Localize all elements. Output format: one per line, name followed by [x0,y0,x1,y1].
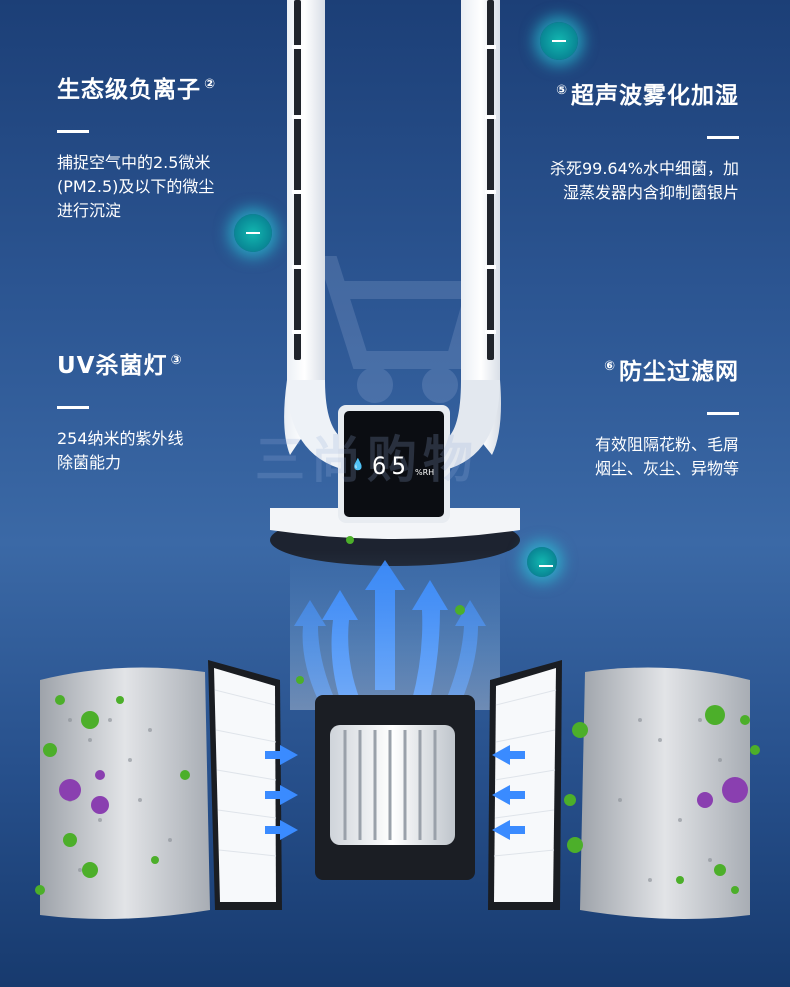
ion-bubble-icon [527,547,557,577]
humidity-readout: 65 [372,452,411,480]
germ-icon-group [35,536,760,895]
watermark-text: 三尚购物 [255,431,479,489]
ion-bubble-icon [234,214,272,252]
feature-desc: 杀死99.64%水中细菌，加 湿蒸发器内含抑制菌银片 [549,159,739,202]
airflow-side [265,745,525,840]
ion-bubble-icon [540,22,578,60]
left-hepa-panel [208,660,282,910]
left-cylinder-filter [40,667,210,919]
feature-desc: 有效阻隔花粉、毛屑 烟尘、灰尘、异物等 [594,435,739,478]
humidity-unit: %RH [415,468,435,477]
water-drop-icon: 💧 [351,458,365,471]
divider [707,412,739,415]
feature-desc: 254纳米的紫外线 除菌能力 [57,429,184,472]
cart-watermark-icon [300,256,487,403]
feature-desc: 捕捉空气中的2.5微米 (PM2.5)及以下的微尘 进行沉淀 [57,153,215,220]
divider [57,130,89,133]
divider [707,136,739,139]
right-cylinder-filter [580,667,750,919]
divider [57,406,89,409]
right-hepa-panel [488,660,562,910]
